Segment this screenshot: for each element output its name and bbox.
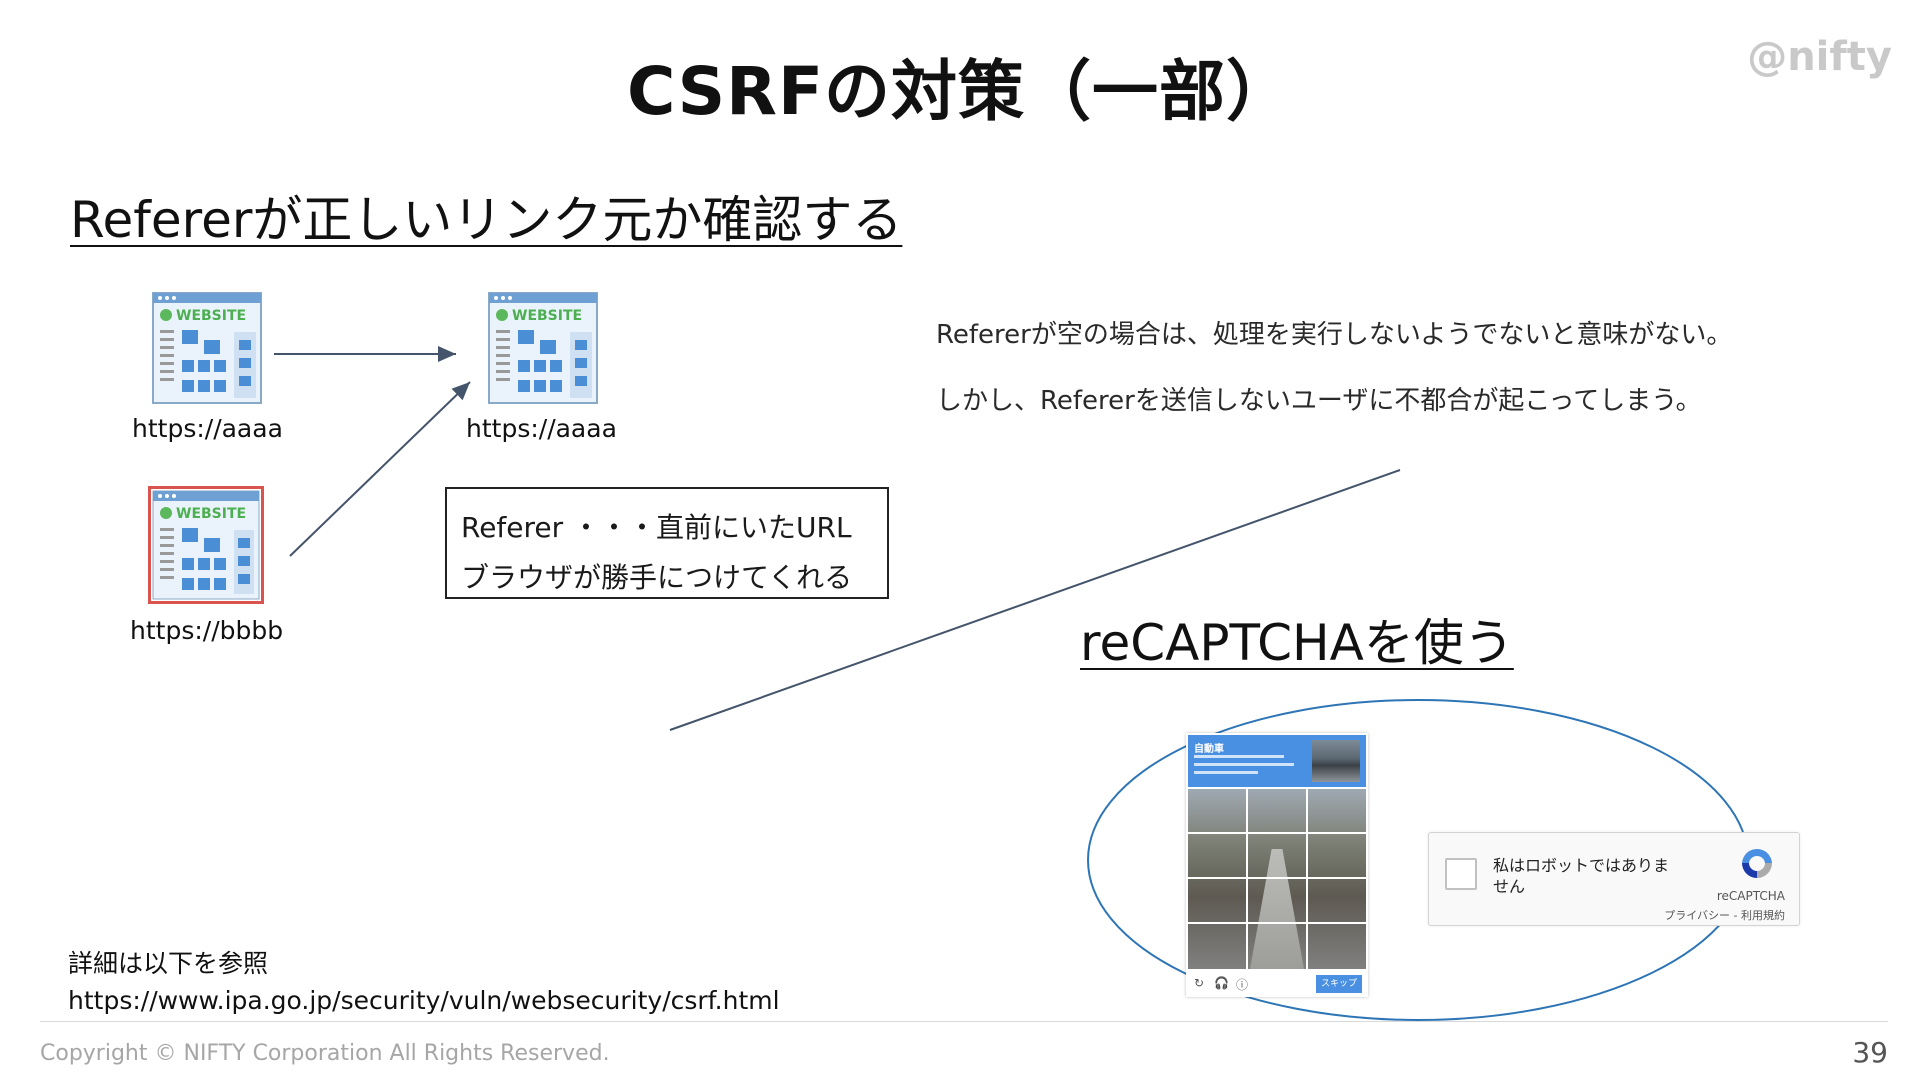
challenge-title: 自動車 [1194, 740, 1224, 755]
headphones-icon[interactable]: 🎧 [1214, 976, 1229, 990]
recaptcha-brand: reCAPTCHA [1717, 889, 1785, 903]
recaptcha-image-challenge: 自動車 ↻ 🎧 ⓘ スキップ [1186, 733, 1368, 997]
referer-definition-box: Referer ・・・直前にいたURL ブラウザが勝手につけてくれる [445, 487, 889, 599]
website-icon: WEBSITE [152, 292, 262, 404]
note-referer-issue: しかし、Refererを送信しないユーザに不都合が起こってしまう。 [936, 380, 1702, 417]
slide-title: CSRFの対策（一部） [0, 38, 1920, 134]
definition-line-2: ブラウザが勝手につけてくれる [461, 553, 873, 603]
recaptcha-checkbox[interactable] [1445, 858, 1477, 890]
info-icon[interactable]: ⓘ [1236, 976, 1248, 993]
recaptcha-checkbox-widget: 私はロボットではありません reCAPTCHA プライバシー - 利用規約 [1428, 832, 1800, 926]
malicious-website-icon: WEBSITE [148, 486, 264, 604]
svg-text:WEBSITE: WEBSITE [176, 506, 246, 522]
nifty-logo: @nifty [1747, 34, 1892, 80]
site-url-bbbb: https://bbbb [130, 616, 283, 645]
footer-divider [40, 1021, 1888, 1022]
reload-icon[interactable]: ↻ [1194, 976, 1204, 990]
site-url-aaaa-target: https://aaaa [466, 414, 617, 443]
challenge-sample-image [1312, 740, 1360, 782]
recaptcha-heading: reCAPTCHAを使う [1080, 603, 1514, 675]
recaptcha-label: 私はロボットではありません [1493, 855, 1673, 897]
note-empty-referer: Refererが空の場合は、処理を実行しないようでないと意味がない。 [936, 314, 1732, 351]
skip-button[interactable]: スキップ [1316, 975, 1362, 993]
svg-text:WEBSITE: WEBSITE [176, 308, 246, 324]
recaptcha-privacy-terms-links[interactable]: プライバシー - 利用規約 [1664, 907, 1785, 923]
arrow-bbbb-to-aaaa [290, 382, 470, 556]
website-icon: WEBSITE [488, 292, 598, 404]
copyright-text: Copyright © NIFTY Corporation All Rights… [40, 1041, 610, 1066]
definition-line-1: Referer ・・・直前にいたURL [461, 503, 873, 553]
challenge-tile-grid[interactable] [1188, 789, 1366, 969]
referer-heading: Refererが正しいリンク元か確認する [70, 180, 902, 252]
site-url-aaaa-source: https://aaaa [132, 414, 283, 443]
challenge-footer: ↻ 🎧 ⓘ スキップ [1188, 973, 1366, 995]
reference-label: 詳細は以下を参照 [68, 944, 268, 980]
recaptcha-logo-icon [1737, 845, 1777, 883]
svg-text:WEBSITE: WEBSITE [512, 308, 582, 324]
reference-url[interactable]: https://www.ipa.go.jp/security/vuln/webs… [68, 986, 780, 1015]
challenge-header: 自動車 [1188, 735, 1366, 787]
page-number: 39 [1852, 1036, 1888, 1069]
